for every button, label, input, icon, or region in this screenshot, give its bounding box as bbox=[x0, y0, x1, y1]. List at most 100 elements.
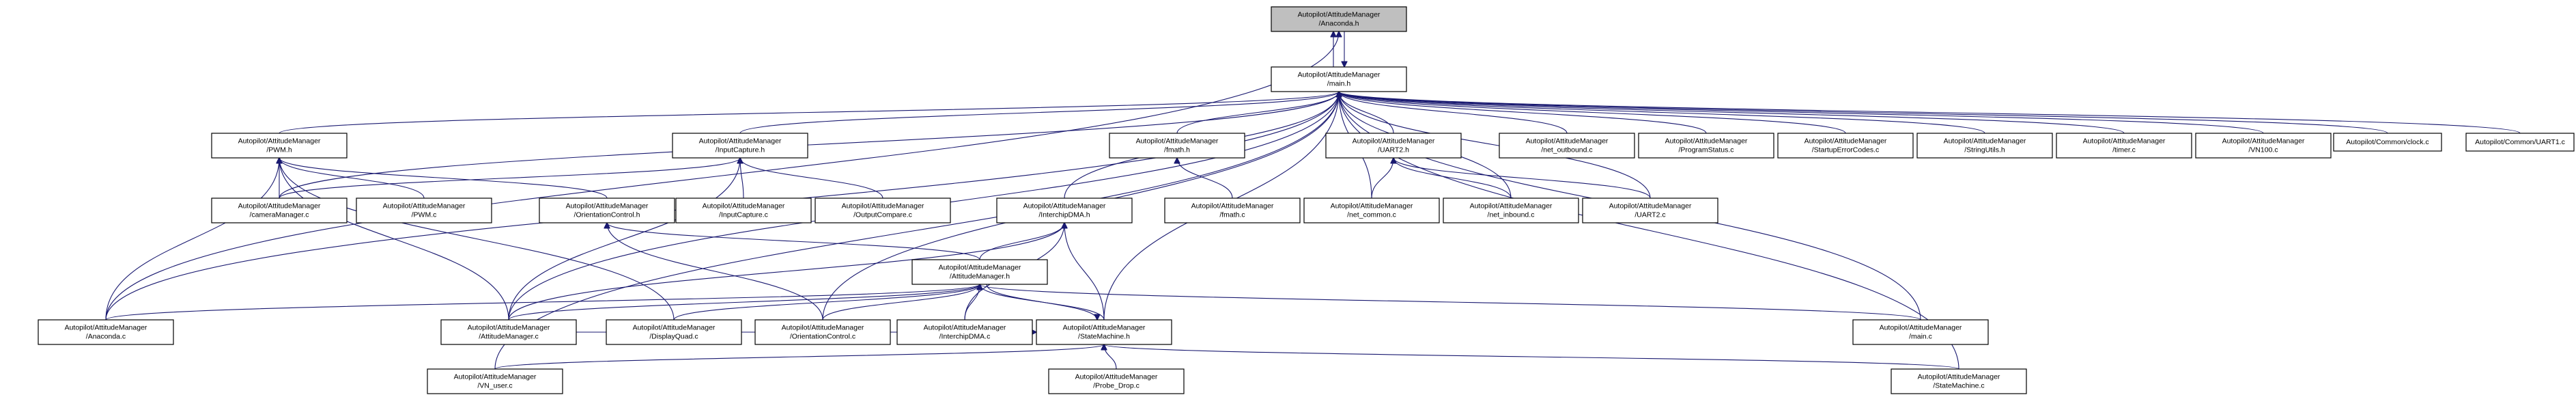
node-label-line: Autopilot/AttitudeManager bbox=[633, 323, 716, 331]
node-label-line: /UART2.c bbox=[1634, 210, 1665, 219]
edge-interchipdma-h-to-attitudemanager-h bbox=[979, 223, 1064, 260]
node-box bbox=[1443, 198, 1579, 223]
node-anaconda-c[interactable]: Autopilot/AttitudeManager/Anaconda.c bbox=[38, 319, 174, 345]
node-startuperrorcodes-c[interactable]: Autopilot/AttitudeManager/StartupErrorCo… bbox=[1777, 133, 1914, 159]
node-label-line: /main.h bbox=[1327, 79, 1351, 87]
node-box bbox=[1499, 133, 1635, 159]
node-box bbox=[606, 319, 742, 345]
node-uart2-h[interactable]: Autopilot/AttitudeManager/UART2.h bbox=[1325, 133, 1462, 159]
node-box bbox=[2465, 133, 2575, 152]
node-label-line: /StringUtils.h bbox=[1964, 146, 2005, 154]
node-label-line: Autopilot/AttitudeManager bbox=[699, 137, 782, 145]
edge-anaconda-h-to-anaconda-c bbox=[105, 31, 1339, 321]
node-attitudemanager-h[interactable]: Autopilot/AttitudeManager/AttitudeManage… bbox=[911, 259, 1048, 285]
node-label-line: Autopilot/AttitudeManager bbox=[1526, 137, 1609, 145]
node-inputcapture-c[interactable]: Autopilot/AttitudeManager/InputCapture.c bbox=[675, 198, 812, 223]
node-fmath-c[interactable]: Autopilot/AttitudeManager/fmath.c bbox=[1164, 198, 1301, 223]
node-label-line: Autopilot/AttitudeManager bbox=[1136, 137, 1219, 145]
node-box bbox=[675, 198, 812, 223]
node-label-line: /VN_user.c bbox=[477, 381, 512, 390]
node-main-h[interactable]: Autopilot/AttitudeManager/main.h bbox=[1271, 66, 1407, 92]
node-label-line: /AttitudeManager.h bbox=[950, 272, 1010, 280]
node-label-line: Autopilot/AttitudeManager bbox=[1063, 323, 1146, 331]
node-stringutils-h[interactable]: Autopilot/AttitudeManager/StringUtils.h bbox=[1916, 133, 2053, 159]
node-uart1-c[interactable]: Autopilot/Common/UART1.c bbox=[2465, 133, 2575, 152]
node-net-outbound-c[interactable]: Autopilot/AttitudeManager/net_outbound.c bbox=[1499, 133, 1635, 159]
edge-fmath-h-to-fmath-c bbox=[1177, 158, 1233, 199]
node-label-line: Autopilot/AttitudeManager bbox=[1470, 202, 1553, 210]
node-label-line: /ProgramStatus.c bbox=[1678, 146, 1733, 154]
node-label-line: Autopilot/AttitudeManager bbox=[454, 372, 537, 381]
node-label-line: /net_common.c bbox=[1347, 210, 1396, 219]
edge-inputcapture-h-to-attitudemanager-c bbox=[508, 158, 740, 321]
node-interchipdma-c[interactable]: Autopilot/AttitudeManager/InterchipDMA.c bbox=[896, 319, 1033, 345]
edge-attitudemanager-h-to-anaconda-c bbox=[105, 284, 980, 321]
node-box bbox=[911, 259, 1048, 285]
node-interchipdma-h[interactable]: Autopilot/AttitudeManager/InterchipDMA.h bbox=[996, 198, 1133, 223]
node-label-line: /fmath.c bbox=[1219, 210, 1245, 219]
node-label-line: /net_inbound.c bbox=[1488, 210, 1535, 219]
edge-attitudemanager-h-to-displayquad-c bbox=[673, 284, 980, 321]
node-box bbox=[2056, 133, 2192, 159]
edge-pwm-h-to-orientationcontrol-h bbox=[279, 158, 608, 199]
node-displayquad-c[interactable]: Autopilot/AttitudeManager/DisplayQuad.c bbox=[606, 319, 742, 345]
edge-pwm-h-to-attitudemanager-c bbox=[279, 158, 509, 321]
node-label-line: Autopilot/AttitudeManager bbox=[1298, 10, 1381, 18]
node-label-line: /PWM.c bbox=[412, 210, 437, 219]
node-label-line: Autopilot/AttitudeManager bbox=[1804, 137, 1887, 145]
node-orientationcontrol-c[interactable]: Autopilot/AttitudeManager/OrientationCon… bbox=[754, 319, 891, 345]
edge-pwm-h-to-anaconda-c bbox=[105, 158, 279, 321]
edge-main-h-to-stringutils-h bbox=[1339, 92, 1985, 134]
node-label-line: Autopilot/AttitudeManager bbox=[1331, 202, 1413, 210]
node-box bbox=[896, 319, 1033, 345]
node-anaconda-h[interactable]: Autopilot/AttitudeManager/Anaconda.h bbox=[1271, 6, 1407, 32]
edge-pwm-h-to-pwm-c bbox=[279, 158, 425, 199]
edge-main-h-to-vn100-c bbox=[1339, 92, 2264, 134]
node-box bbox=[1271, 66, 1407, 92]
node-label-line: /net_outbound.c bbox=[1541, 146, 1592, 154]
node-pwm-h[interactable]: Autopilot/AttitudeManager/PWM.h bbox=[211, 133, 348, 159]
node-statemachine-h[interactable]: Autopilot/AttitudeManager/StateMachine.h bbox=[1036, 319, 1172, 345]
node-timer-c[interactable]: Autopilot/AttitudeManager/timer.c bbox=[2056, 133, 2192, 159]
node-vn100-c[interactable]: Autopilot/AttitudeManager/VN100.c bbox=[2195, 133, 2332, 159]
node-probe-drop-c[interactable]: Autopilot/AttitudeManager/Probe_Drop.c bbox=[1048, 368, 1185, 394]
node-fmath-h[interactable]: Autopilot/AttitudeManager/fmath.h bbox=[1109, 133, 1245, 159]
node-label-line: /OrientationControl.c bbox=[790, 332, 855, 340]
edge-attitudemanager-h-to-orientationcontrol-c bbox=[822, 284, 980, 321]
node-vn-user-c[interactable]: Autopilot/AttitudeManager/VN_user.c bbox=[427, 368, 563, 394]
node-label-line: Autopilot/AttitudeManager bbox=[1609, 202, 1692, 210]
node-box bbox=[2333, 133, 2442, 152]
node-main-c[interactable]: Autopilot/AttitudeManager/main.c bbox=[1852, 319, 1989, 345]
node-pwm-c[interactable]: Autopilot/AttitudeManager/PWM.c bbox=[356, 198, 492, 223]
node-box bbox=[2195, 133, 2332, 159]
node-net-common-c[interactable]: Autopilot/AttitudeManager/net_common.c bbox=[1303, 198, 1440, 223]
node-clock-c[interactable]: Autopilot/Common/clock.c bbox=[2333, 133, 2442, 152]
edge-interchipdma-h-to-statemachine-h bbox=[1064, 223, 1105, 321]
node-uart2-c[interactable]: Autopilot/AttitudeManager/UART2.c bbox=[1582, 198, 1718, 223]
nodes-layer: Autopilot/AttitudeManager/Anaconda.hAuto… bbox=[38, 6, 2575, 394]
node-label-line: Autopilot/AttitudeManager bbox=[65, 323, 147, 331]
node-outputcompare-c[interactable]: Autopilot/AttitudeManager/OutputCompare.… bbox=[815, 198, 951, 223]
node-attitudemanager-c[interactable]: Autopilot/AttitudeManager/AttitudeManage… bbox=[440, 319, 577, 345]
edge-main-h-to-uart1-c bbox=[1339, 92, 2521, 134]
node-box bbox=[1916, 133, 2053, 159]
node-label-line: /StateMachine.c bbox=[1933, 381, 1984, 390]
node-label-line: Autopilot/AttitudeManager bbox=[1944, 137, 2026, 145]
edge-inputcapture-h-to-outputcompare-c bbox=[740, 158, 883, 199]
node-label-line: Autopilot/AttitudeManager bbox=[1023, 202, 1106, 210]
node-label-line: /timer.c bbox=[2112, 146, 2136, 154]
node-label-line: /InputCapture.h bbox=[716, 146, 765, 154]
edge-interchipdma-h-to-attitudemanager-c bbox=[508, 223, 1064, 321]
node-orientationcontrol-h[interactable]: Autopilot/AttitudeManager/OrientationCon… bbox=[539, 198, 675, 223]
node-label-line: Autopilot/AttitudeManager bbox=[703, 202, 785, 210]
edge-main-h-to-fmath-h bbox=[1176, 92, 1339, 134]
node-label-line: /Probe_Drop.c bbox=[1093, 381, 1140, 390]
node-statemachine-c[interactable]: Autopilot/AttitudeManager/StateMachine.c bbox=[1891, 368, 2027, 394]
node-inputcapture-h[interactable]: Autopilot/AttitudeManager/InputCapture.h bbox=[672, 133, 808, 159]
node-label-line: Autopilot/AttitudeManager bbox=[238, 137, 321, 145]
node-programstatus-c[interactable]: Autopilot/AttitudeManager/ProgramStatus.… bbox=[1638, 133, 1774, 159]
edge-attitudemanager-h-to-interchipdma-c bbox=[964, 284, 980, 321]
node-net-inbound-c[interactable]: Autopilot/AttitudeManager/net_inbound.c bbox=[1443, 198, 1579, 223]
node-cameramanager-c[interactable]: Autopilot/AttitudeManager/cameraManager.… bbox=[211, 198, 348, 223]
node-label-line: /cameraManager.c bbox=[250, 210, 309, 219]
